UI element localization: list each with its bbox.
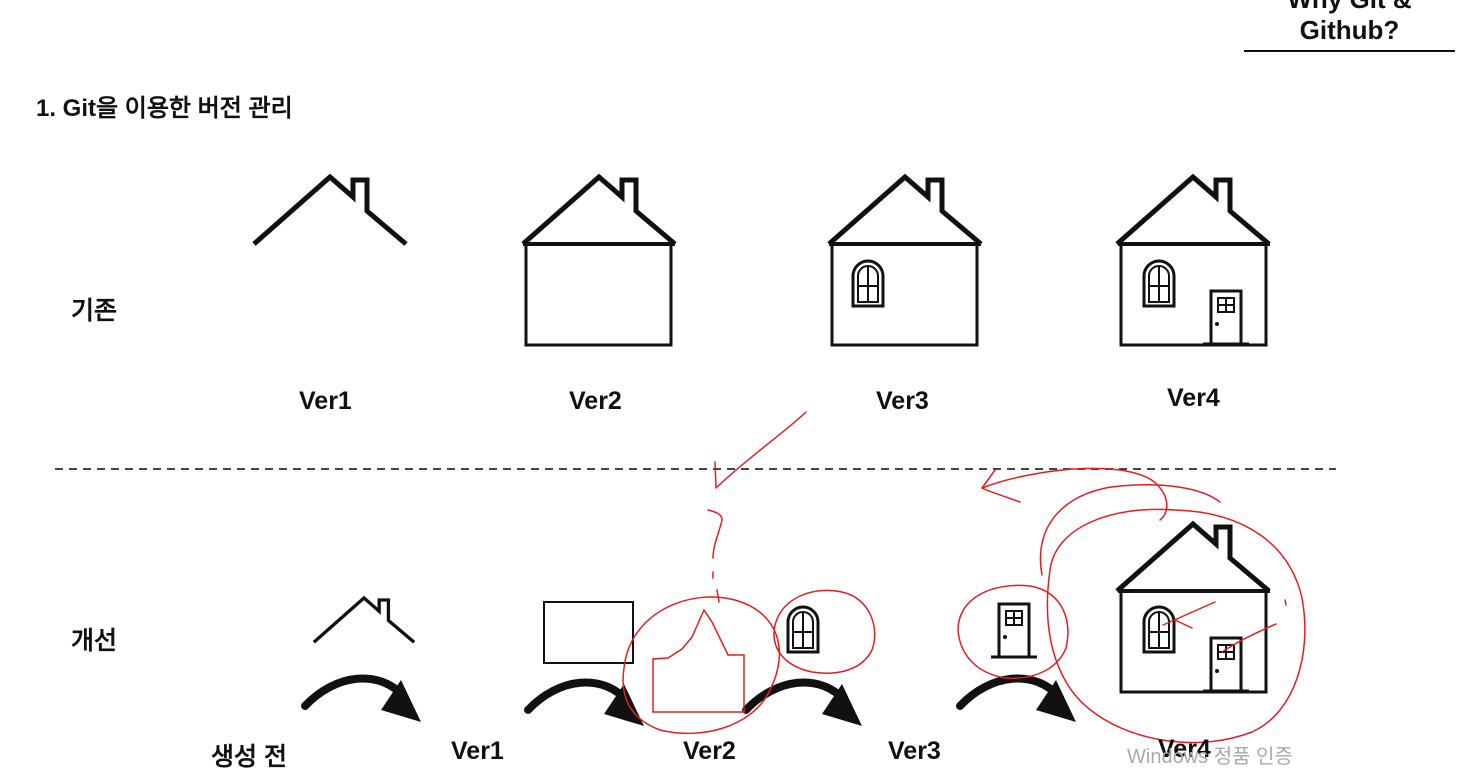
- arrow-icon: [305, 678, 421, 722]
- existing-house-ver2: [523, 177, 675, 347]
- improved-ver1-label: Ver1: [451, 737, 504, 765]
- existing-house-ver3: [829, 177, 981, 347]
- existing-ver4-label: Ver4: [1167, 384, 1220, 412]
- improved-row-label: 개선: [71, 627, 118, 655]
- existing-house-ver4: [1117, 177, 1270, 347]
- improved-window-part: [786, 605, 820, 654]
- windows-activation-watermark: Windows 정품 인증: [1127, 746, 1293, 768]
- window-icon: [1142, 259, 1176, 308]
- improved-ver2-label: Ver2: [683, 737, 736, 765]
- existing-ver2-label: Ver2: [569, 387, 622, 415]
- improved-roof-part: [312, 596, 416, 644]
- arrow-icon: [960, 678, 1076, 722]
- existing-ver3-label: Ver3: [876, 387, 929, 415]
- section-title: 1. Git을 이용한 버전 관리: [36, 95, 293, 122]
- existing-house-ver1: [254, 177, 406, 244]
- start-label: 생성 전: [211, 743, 287, 771]
- handwritten-annotations: [622, 411, 1306, 744]
- window-icon: [851, 259, 885, 308]
- arrow-icon: [528, 682, 644, 726]
- improved-ver4-label: Ver4: [1158, 735, 1211, 763]
- header-title: Why Git & Github?: [1244, 0, 1455, 52]
- existing-ver1-label: Ver1: [299, 387, 352, 415]
- improved-door-part: [989, 602, 1039, 659]
- arrow-icon: [746, 682, 862, 726]
- door-icon: [1201, 289, 1251, 346]
- existing-row-label: 기존: [71, 297, 118, 325]
- improved-wall-part: [543, 601, 634, 664]
- improved-ver3-label: Ver3: [888, 737, 941, 765]
- improved-house-ver4: [1117, 524, 1270, 694]
